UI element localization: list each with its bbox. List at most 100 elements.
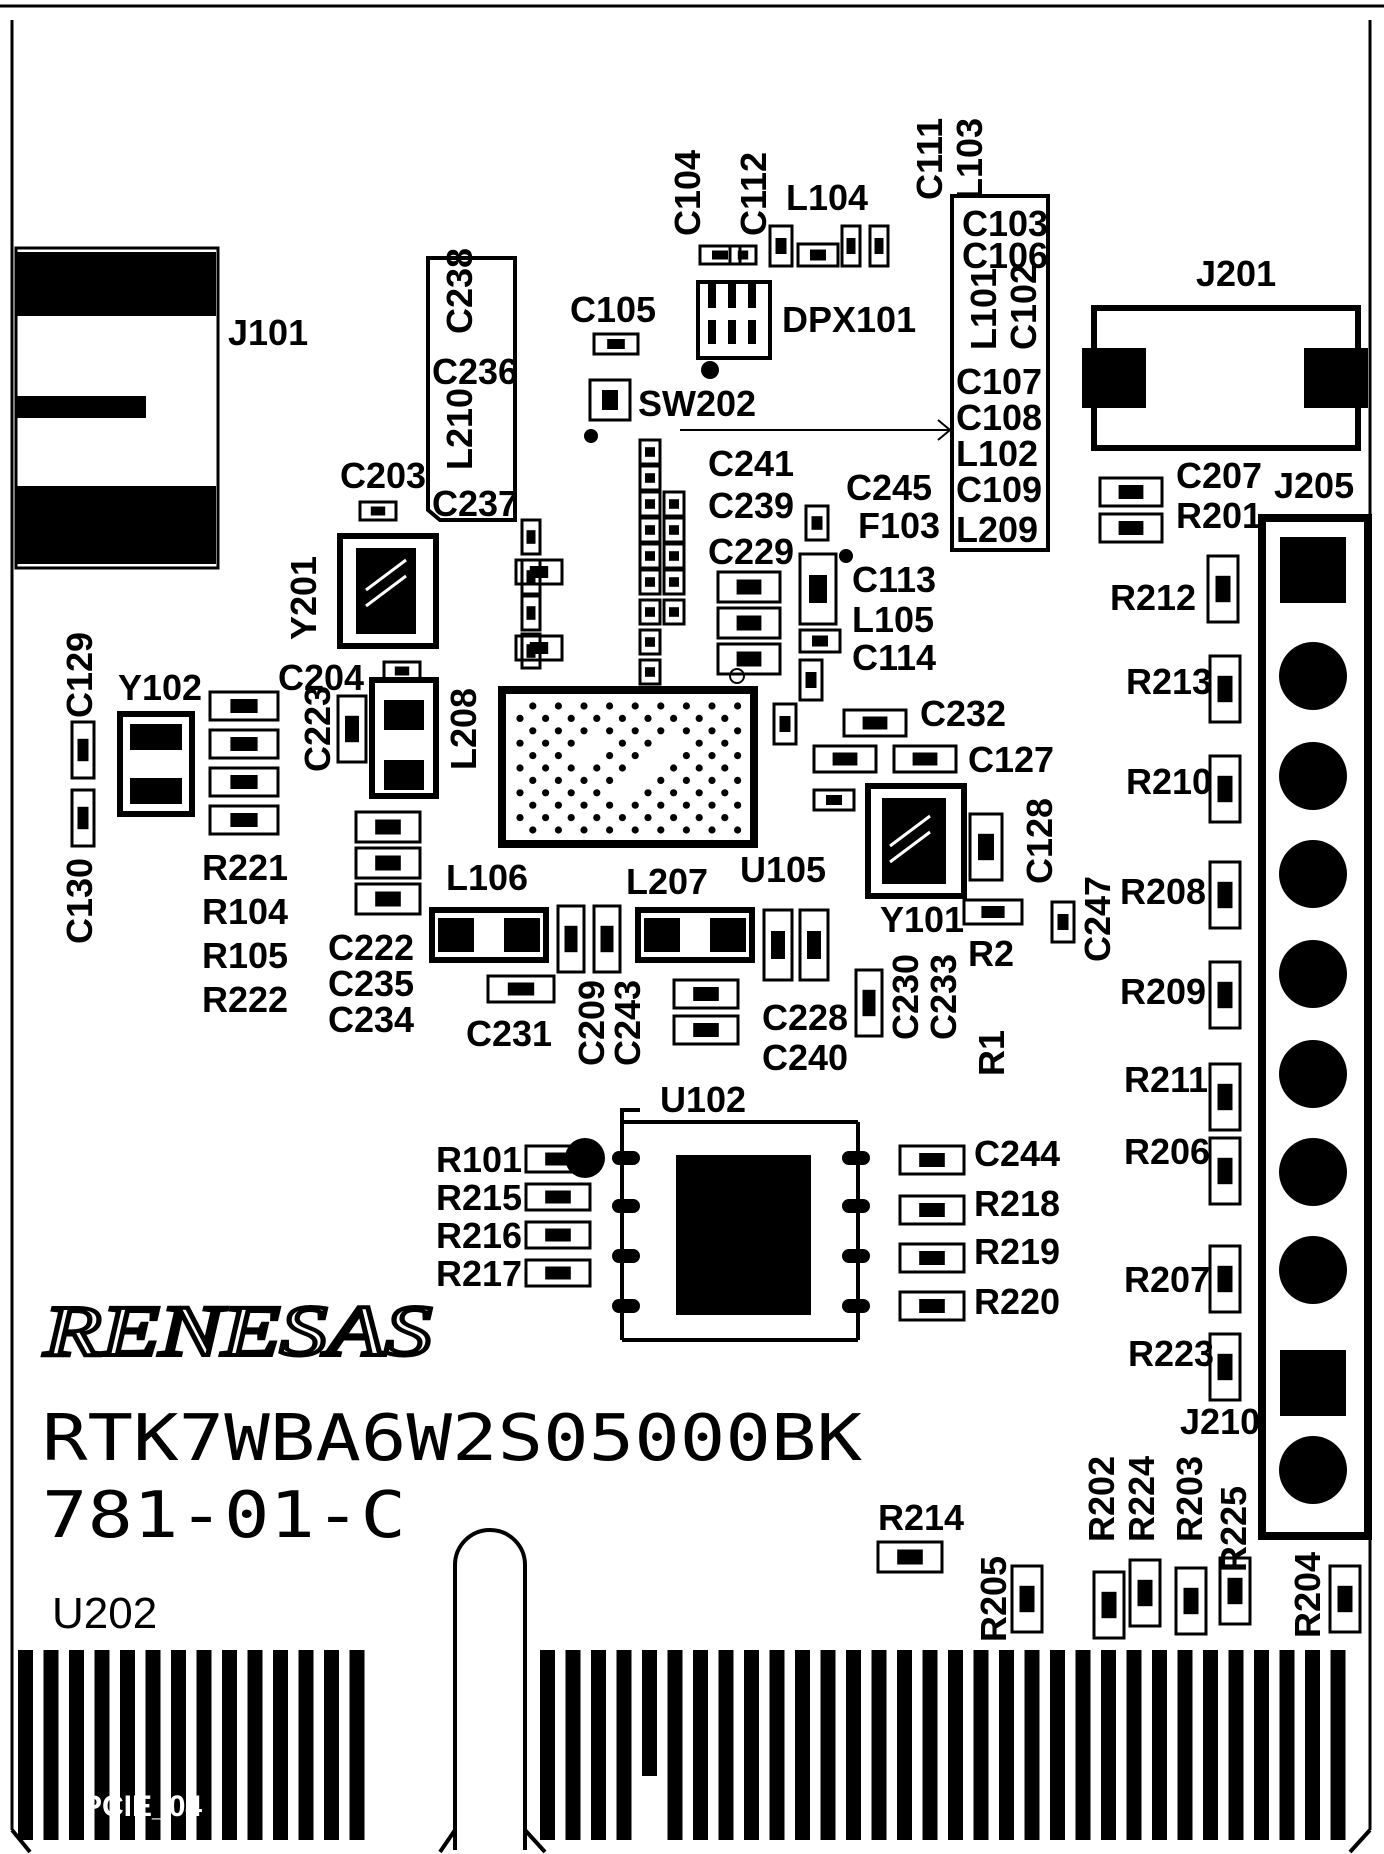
label-r222: R222 (202, 979, 288, 1020)
edge-finger (120, 1650, 135, 1840)
bga-ball (529, 752, 537, 760)
label-r215: R215 (436, 1177, 522, 1218)
label-c231: C231 (466, 1013, 552, 1054)
passive-footprint (1050, 900, 1076, 944)
edge-finger (616, 1650, 632, 1840)
bga-ball (657, 776, 665, 785)
edge-finger (1152, 1650, 1167, 1840)
edge-finger (69, 1650, 84, 1840)
bga-ball (644, 814, 652, 822)
label-j210: J210 (1180, 1401, 1260, 1442)
passive-pad (526, 606, 536, 620)
edge-finger (795, 1650, 810, 1840)
passive-footprint (638, 568, 662, 596)
label-r1: R1 (971, 1030, 1012, 1076)
passive-footprint (520, 594, 542, 632)
edge-finger (871, 1650, 887, 1840)
label-u102: U102 (660, 1079, 746, 1120)
passive-pad (1337, 1585, 1353, 1613)
bga-ball (606, 752, 614, 760)
passive-footprint (638, 464, 662, 492)
bga-ball (631, 801, 639, 809)
part-number: RTK7WBA6W2S05000BK (42, 1402, 863, 1476)
passive-pad (545, 1190, 571, 1204)
passive-footprint (592, 904, 622, 974)
bga-ball (567, 764, 575, 772)
passive-pad (230, 813, 258, 827)
label-dpx101: DPX101 (782, 299, 916, 340)
bga-ball (606, 702, 614, 710)
passive-pad (1217, 1157, 1233, 1185)
bga-ball (631, 752, 639, 760)
passive-pad (812, 635, 828, 647)
label-l208: L208 (443, 688, 484, 770)
edge-finger (922, 1650, 938, 1840)
passive-footprint (798, 628, 842, 654)
bga-ball (670, 764, 678, 772)
j201-connector (1082, 305, 1368, 451)
passive-footprint (514, 634, 564, 662)
label-r212: R212 (1110, 577, 1196, 618)
dpx-pad (748, 284, 756, 308)
bga-ball (682, 776, 691, 785)
label-c113: C113 (852, 559, 936, 600)
passive-footprint (672, 1014, 740, 1046)
bga-ball (554, 752, 563, 760)
passive-pad (645, 525, 655, 535)
bga-ball (670, 814, 678, 822)
bga-ball (695, 764, 703, 772)
label-c114: C114 (852, 637, 936, 678)
edge-finger (1330, 1650, 1346, 1840)
passive-pad (645, 607, 655, 617)
bga-ball (618, 764, 627, 772)
passive-footprint (662, 516, 686, 544)
j205-header (1258, 514, 1372, 1540)
bga-ball (734, 801, 742, 809)
y101-crystal (865, 783, 967, 899)
label-c233: C233 (923, 954, 964, 1040)
passive-pad (645, 577, 655, 587)
passive-footprint (1208, 654, 1242, 724)
label-r224: R224 (1121, 1456, 1162, 1542)
passive-footprint (798, 908, 830, 982)
passive-pad (645, 637, 655, 647)
passive-pad (693, 987, 719, 1001)
label-r207: R207 (1124, 1259, 1210, 1300)
header-pin (1279, 1138, 1347, 1206)
passive-footprint (70, 720, 96, 780)
passive-pad (1217, 1353, 1233, 1381)
passive-footprint (514, 558, 564, 586)
bga-ball (580, 776, 588, 785)
passive-footprint (662, 598, 686, 626)
label-c203: C203 (340, 455, 426, 496)
passive-footprint (524, 1144, 592, 1174)
edge-finger (94, 1650, 110, 1840)
bga-ball (657, 826, 665, 834)
label-y101: Y101 (880, 899, 964, 940)
reference-labels: J101 J201 J205 J210 C104 C112 L104 C111 … (59, 118, 1354, 1642)
passive-footprint (798, 658, 824, 702)
label-r2: R2 (968, 933, 1014, 974)
bga-ball (516, 764, 524, 772)
bga-ball (734, 727, 742, 735)
label-y102: Y102 (118, 667, 202, 708)
passive-footprint (638, 490, 662, 518)
edge-finger (948, 1650, 963, 1840)
bga-ball (580, 727, 588, 735)
label-c129: C129 (59, 632, 100, 718)
chip-pin (842, 1249, 870, 1263)
bga-ball (567, 739, 575, 747)
edge-finger (145, 1650, 161, 1840)
passive-pad (545, 1152, 571, 1166)
passive-pad (1217, 675, 1233, 703)
bga-ball (682, 801, 691, 809)
passive-pad (912, 752, 938, 766)
passive-pad (981, 906, 1005, 918)
label-r219: R219 (974, 1231, 1060, 1272)
bga-ball (721, 739, 729, 747)
passive-pad (1118, 485, 1144, 499)
label-r206: R206 (1124, 1131, 1210, 1172)
header-pin (1279, 840, 1347, 908)
passive-pad (1183, 1587, 1199, 1615)
bga-ball (631, 826, 639, 834)
